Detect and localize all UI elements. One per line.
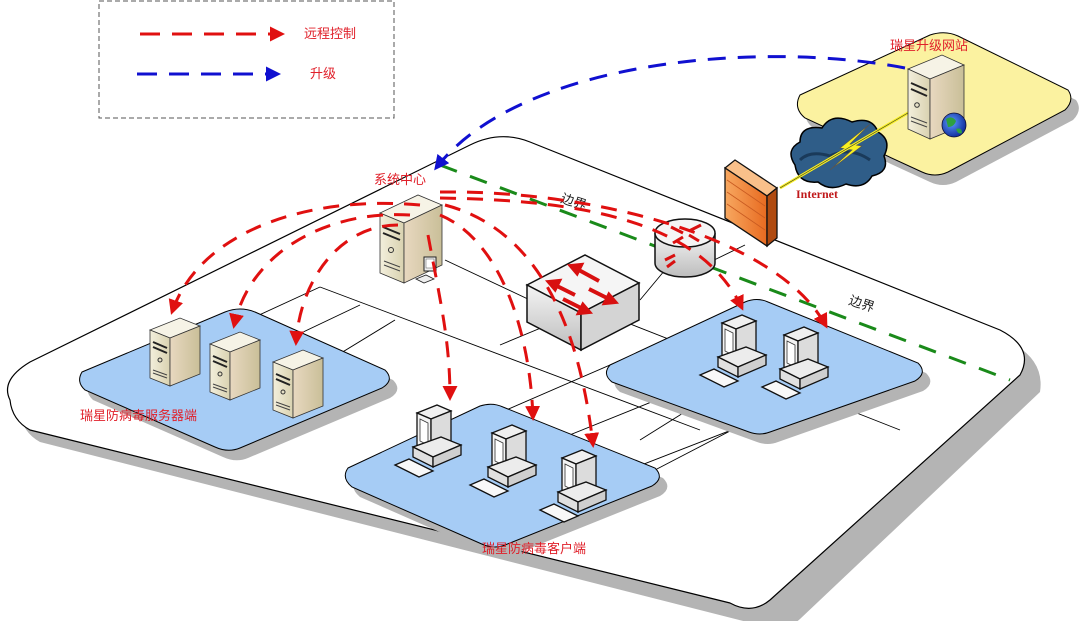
remote-path-server-3 — [289, 223, 399, 346]
system-center-server-icon — [379, 194, 443, 284]
upgrade-path — [434, 55, 906, 171]
remote-path-remote-client-2 — [439, 190, 828, 329]
firewall-icon — [723, 159, 779, 248]
remote-path-server-2 — [229, 213, 411, 329]
remote-client-2-icon — [760, 326, 830, 400]
legend: 远程控制 升级 — [98, 0, 395, 119]
internet-label: Internet — [796, 187, 838, 201]
remote-path-client-2 — [439, 213, 541, 421]
boundary-line — [439, 163, 1011, 382]
remote-client-zone — [606, 299, 931, 444]
client-1-icon — [393, 404, 463, 478]
legend-upgrade-label: 升级 — [310, 67, 336, 82]
client-2-icon — [468, 424, 538, 498]
remote-client-1-icon — [698, 314, 768, 388]
remote-path-server-1 — [168, 201, 421, 315]
legend-remote-control-label: 远程控制 — [304, 27, 356, 42]
server-1-icon — [148, 317, 202, 387]
update-site-server-icon — [906, 54, 967, 140]
remote-path-client-3 — [444, 203, 600, 448]
update-site-label: 瑞星升级网站 — [890, 39, 968, 54]
lan-platform — [6, 136, 1041, 621]
client-3-icon — [538, 449, 608, 523]
globe-icon — [941, 112, 967, 138]
server-group-label: 瑞星防病毒服务器端 — [80, 408, 197, 424]
remote-path-remote-client-1 — [439, 196, 744, 311]
client-group-label: 瑞星防病毒客户端 — [482, 541, 586, 557]
system-center-label: 系统中心 — [374, 173, 426, 188]
remote-control-paths — [168, 190, 828, 448]
server-3-icon — [271, 349, 325, 419]
remote-path-client-1 — [426, 234, 458, 401]
internet-cloud-icon — [779, 98, 931, 190]
router-icon — [654, 218, 716, 278]
legend-frame — [98, 0, 395, 119]
server-2-icon — [208, 331, 262, 401]
